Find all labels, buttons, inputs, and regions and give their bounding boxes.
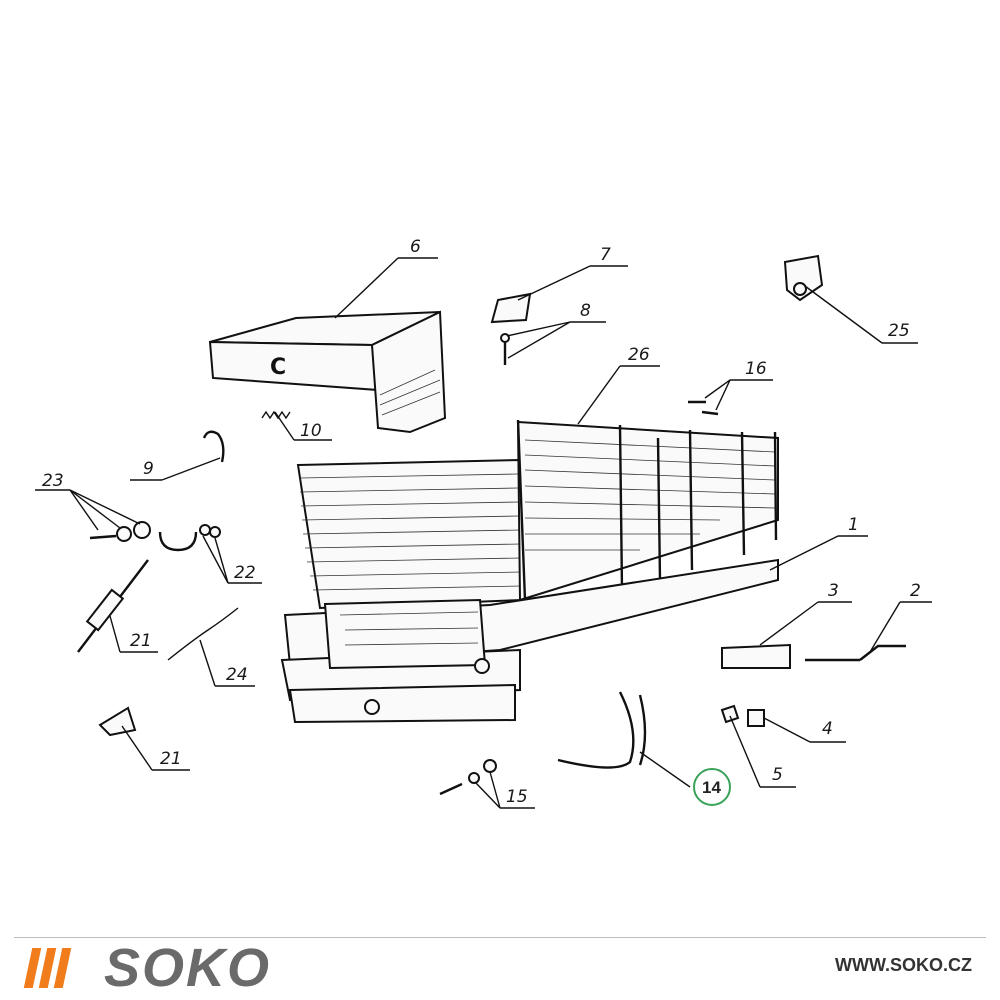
brand-logo-text: SOKO bbox=[104, 938, 272, 998]
label-9: 9 bbox=[143, 459, 154, 479]
label-7: 7 bbox=[600, 245, 611, 265]
footer-divider bbox=[14, 937, 986, 938]
trailer-box bbox=[280, 419, 779, 724]
part-labels: 1 2 3 4 5 6 7 8 9 10 14 15 16 21 21 22 2… bbox=[42, 237, 921, 807]
label-24: 24 bbox=[226, 665, 248, 685]
svg-text:C: C bbox=[270, 355, 286, 380]
label-25: 25 bbox=[888, 321, 910, 341]
label-21-upper: 21 bbox=[130, 631, 152, 651]
label-22: 22 bbox=[234, 563, 256, 583]
label-10: 10 bbox=[300, 421, 322, 441]
label-15: 15 bbox=[506, 787, 528, 807]
label-2: 2 bbox=[910, 581, 921, 601]
label-6: 6 bbox=[410, 237, 421, 257]
website-url[interactable]: WWW.SOKO.CZ bbox=[835, 955, 972, 975]
highlight-circle bbox=[693, 768, 731, 806]
cover-part: C bbox=[208, 310, 447, 434]
hardware-parts bbox=[77, 254, 906, 796]
label-16: 16 bbox=[745, 359, 767, 379]
label-8: 8 bbox=[580, 301, 591, 321]
leader-lines bbox=[35, 257, 932, 809]
label-26: 26 bbox=[628, 345, 650, 365]
label-1: 1 bbox=[848, 515, 859, 535]
logo-icon bbox=[23, 948, 72, 988]
label-5: 5 bbox=[772, 765, 783, 785]
label-4: 4 bbox=[822, 719, 833, 739]
label-23: 23 bbox=[42, 471, 64, 491]
label-3: 3 bbox=[828, 581, 839, 601]
label-14: 14 bbox=[702, 778, 721, 797]
label-21-lower: 21 bbox=[160, 749, 182, 769]
